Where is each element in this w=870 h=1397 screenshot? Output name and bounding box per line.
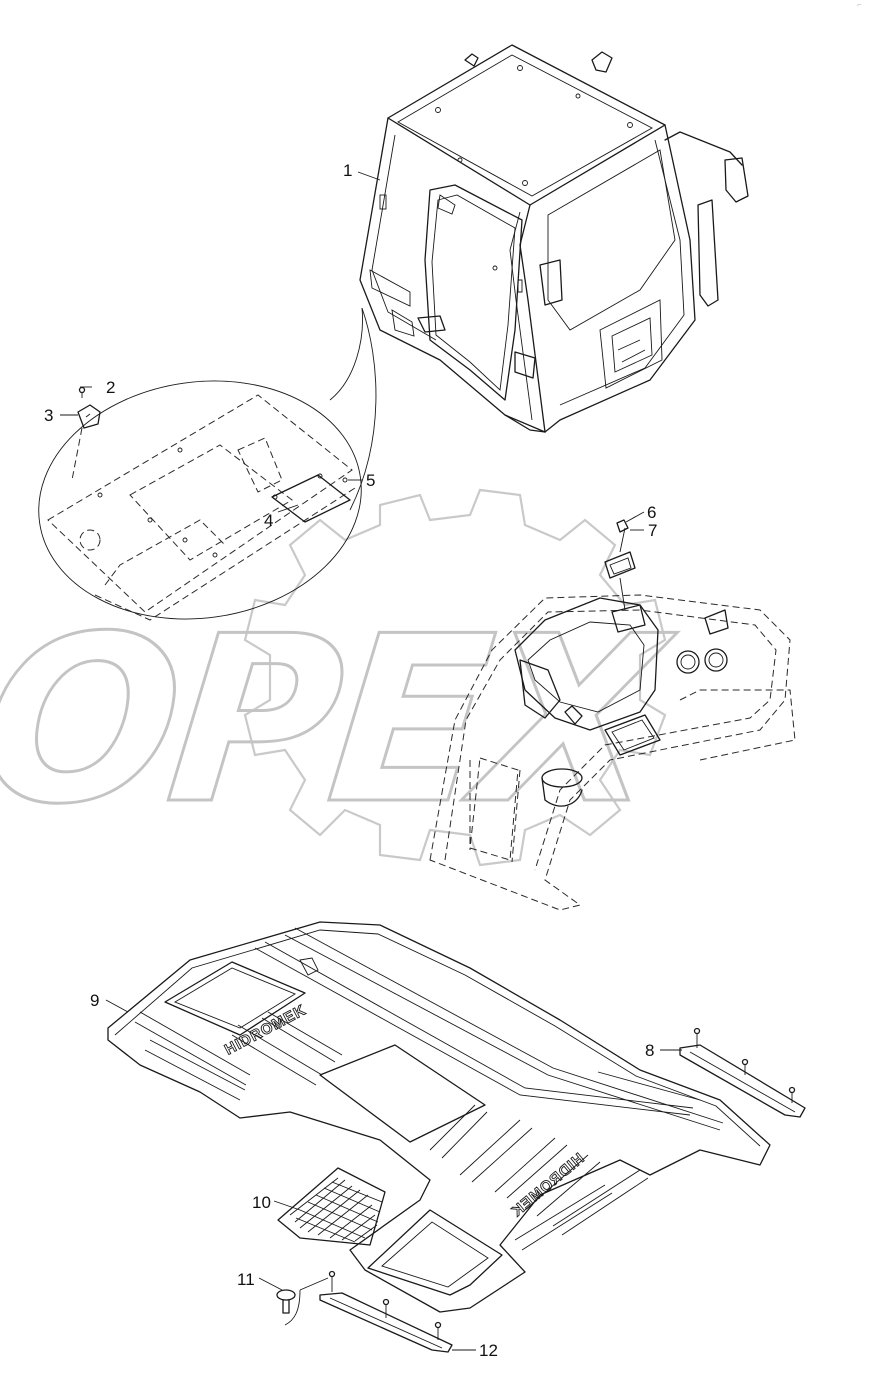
brand-embossing-2: HIDROMEK — [508, 1150, 588, 1221]
callout-11: 11 — [237, 1270, 255, 1289]
trim-strip-lower — [319, 1270, 453, 1353]
cab-assembly — [359, 44, 749, 433]
callout-9: 9 — [90, 991, 99, 1010]
corner-mark: ⌐ — [856, 2, 862, 9]
trim-strip-right — [679, 1027, 806, 1118]
callout-7: 7 — [648, 521, 657, 540]
callout-labels: 1 2 3 4 5 6 7 8 9 10 11 12 — [44, 161, 657, 1360]
mesh-holes — [289, 1177, 383, 1243]
callout-8: 8 — [645, 1041, 654, 1060]
callout-5: 5 — [366, 471, 375, 490]
floor-detail-ellipse — [38, 307, 377, 621]
callout-3: 3 — [44, 406, 53, 425]
callout-6: 6 — [647, 503, 656, 522]
watermark-text: OPEX — [0, 588, 683, 855]
callout-4: 4 — [264, 511, 273, 530]
callout-10: 10 — [252, 1193, 271, 1212]
leader-lines — [60, 171, 682, 1351]
mesh-pad — [277, 1167, 386, 1246]
opex-watermark: OPEX — [0, 488, 684, 867]
console-assembly — [429, 519, 796, 911]
callout-12: 12 — [479, 1341, 498, 1360]
brand-embossing: HIDROMEK — [222, 1001, 309, 1058]
callout-2: 2 — [106, 378, 115, 397]
callout-1: 1 — [343, 161, 352, 180]
floor-mat: HIDROMEK HIDROMEK — [107, 921, 771, 1313]
screw-part-11 — [276, 1277, 329, 1326]
